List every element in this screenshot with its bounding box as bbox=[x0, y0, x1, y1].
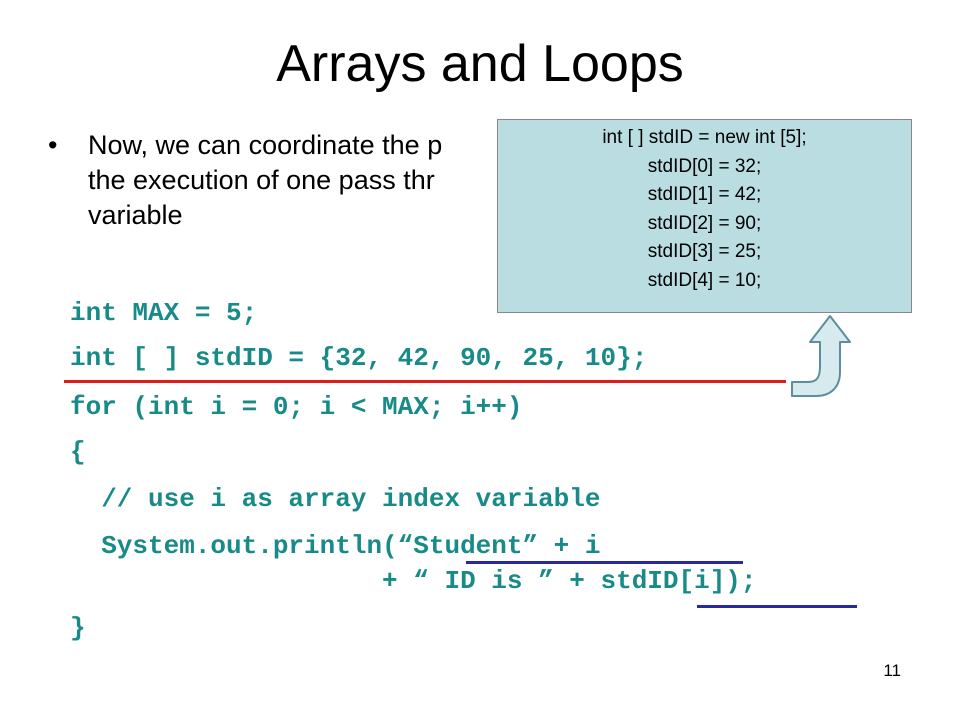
bullet-line-3: variable bbox=[88, 200, 183, 230]
code-line-2: int [ ] stdID = {32, 42, 90, 25, 10}; bbox=[70, 343, 648, 373]
blue-underline-stdid bbox=[697, 605, 857, 608]
bullet-line-1: Now, we can coordinate the p bbox=[88, 130, 443, 160]
callout-line-3: stdID[1] = 42; bbox=[647, 184, 762, 205]
bullet-line-2: the execution of one pass thr bbox=[88, 165, 435, 195]
callout-line-1: int [ ] stdID = new int [5]; bbox=[602, 127, 807, 148]
code-line-7: + “ ID is ” + stdID[i]); bbox=[70, 566, 757, 596]
callout-line-2: stdID[0] = 32; bbox=[647, 155, 762, 177]
blue-underline-student bbox=[466, 561, 743, 564]
code-line-3: for (int i = 0; i < MAX; i++) bbox=[70, 392, 523, 422]
code-line-5: // use i as array index variable bbox=[70, 484, 601, 514]
curved-up-arrow-icon bbox=[791, 315, 851, 397]
code-line-8: } bbox=[70, 613, 86, 643]
array-init-callout: int [ ] stdID = new int [5]; stdID[0] = … bbox=[497, 119, 912, 313]
callout-line-5: stdID[3] = 25; bbox=[647, 241, 762, 262]
red-underline bbox=[64, 380, 786, 383]
code-line-6: System.out.println(“Student” + i bbox=[70, 531, 601, 561]
page-number: 11 bbox=[883, 661, 901, 680]
callout-line-4: stdID[2] = 90; bbox=[647, 212, 762, 234]
bullet-dot: • bbox=[48, 130, 58, 160]
slide-title: Arrays and Loops bbox=[276, 35, 684, 93]
code-line-1: int MAX = 5; bbox=[70, 298, 258, 328]
code-line-4: { bbox=[70, 437, 86, 467]
callout-line-6: stdID[4] = 10; bbox=[647, 269, 762, 291]
